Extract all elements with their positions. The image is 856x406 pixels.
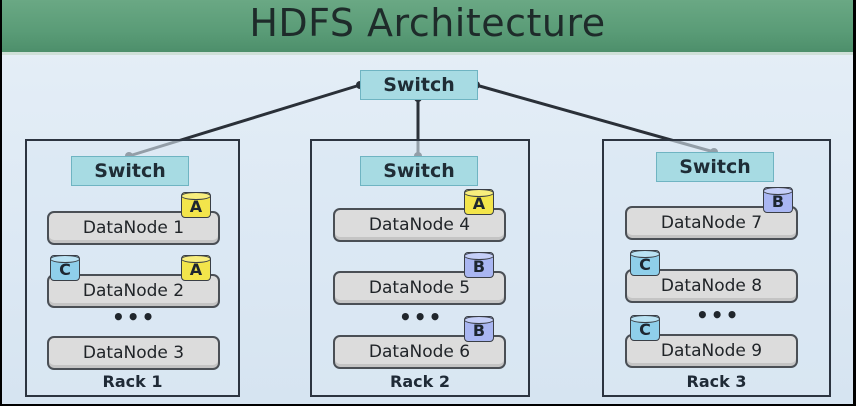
datanode-1: DataNode 1 xyxy=(47,211,220,245)
block-b-icon: B xyxy=(463,251,494,278)
core-switch: Switch xyxy=(360,70,478,100)
rack-3-label: Rack 3 xyxy=(686,372,747,391)
block-c-icon: C xyxy=(629,314,660,341)
rack-1-switch: Switch xyxy=(71,156,189,186)
datanode-3: DataNode 3 xyxy=(47,336,220,370)
block-c-icon: C xyxy=(49,254,80,281)
more-nodes-ellipsis: ••• xyxy=(112,305,157,329)
block-a-icon: A xyxy=(180,254,211,281)
title-bar: HDFS Architecture xyxy=(2,0,853,52)
datanode-2: DataNode 2 xyxy=(47,274,220,308)
rack-1-label: Rack 1 xyxy=(102,372,163,391)
title-rule xyxy=(2,52,853,55)
more-nodes-ellipsis: ••• xyxy=(696,303,741,327)
more-nodes-ellipsis: ••• xyxy=(399,305,444,329)
rack-3-switch: Switch xyxy=(656,152,774,182)
block-a-icon: A xyxy=(180,191,211,218)
block-c-icon: C xyxy=(629,249,660,276)
block-a-icon: A xyxy=(463,188,494,215)
block-b-icon: B xyxy=(463,315,494,342)
rack-2-label: Rack 2 xyxy=(390,372,450,391)
block-b-icon: B xyxy=(762,186,793,213)
rack-2-switch: Switch xyxy=(360,156,478,186)
page-title: HDFS Architecture xyxy=(249,1,606,45)
